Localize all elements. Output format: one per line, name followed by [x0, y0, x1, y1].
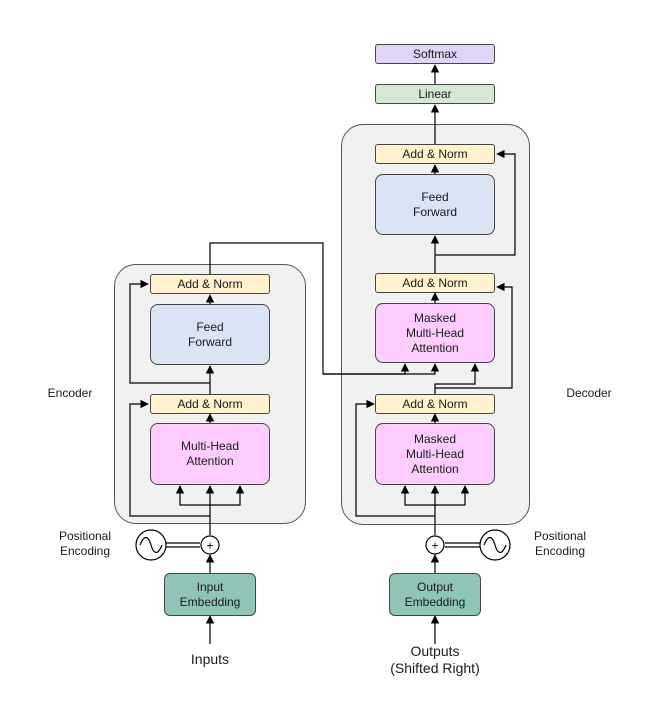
- enc-input-embedding: Input Embedding: [164, 573, 256, 616]
- enc-add-norm-bottom: Add & Norm: [150, 394, 270, 414]
- enc-add-circle: +: [200, 535, 220, 555]
- dec-add-norm-middle: Add & Norm: [375, 273, 495, 293]
- dec-feed-forward: Feed Forward: [375, 174, 495, 235]
- dec-residual-1: [355, 399, 435, 517]
- enc-residual-2: [129, 279, 210, 384]
- enc-add-norm-top: Add & Norm: [150, 274, 270, 294]
- softmax-box: Softmax: [375, 44, 495, 64]
- dec-plus-sign: +: [431, 539, 438, 553]
- decoder-label: Decoder: [566, 386, 612, 400]
- dec-add-norm-bottom: Add & Norm: [375, 394, 495, 414]
- linear-box: Linear: [375, 84, 495, 104]
- outputs-label: Outputs (Shifted Right): [390, 643, 480, 676]
- dec-pe-link: [445, 542, 481, 548]
- enc-multi-head-attention: Multi-Head Attention: [150, 423, 270, 485]
- dec-add-norm-top: Add & Norm: [375, 144, 495, 164]
- enc-plus-to-attn: [175, 485, 211, 535]
- dec-sine-wave-icon: [479, 529, 511, 561]
- inputs-label: Inputs: [190, 651, 230, 667]
- enc-to-dec: [209, 242, 410, 375]
- enc-plus-sign: +: [206, 539, 213, 553]
- dec-plus-to-attn: [400, 485, 436, 535]
- dec-output-embedding: Output Embedding: [389, 573, 481, 616]
- enc-feed-forward: Feed Forward: [150, 304, 270, 365]
- dec-masked-attention-middle: Masked Multi-Head Attention: [375, 303, 495, 363]
- encoder-label: Encoder: [47, 386, 93, 400]
- enc-sine-wave-icon: [135, 529, 167, 561]
- dec-addnorm-to-attn2: [434, 363, 480, 394]
- dec-add-circle: +: [425, 535, 445, 555]
- enc-residual-1: [129, 399, 210, 517]
- dec-residual-3: [435, 149, 516, 256]
- enc-pe-link: [165, 542, 200, 548]
- dec-masked-attention-bottom: Masked Multi-Head Attention: [375, 423, 495, 485]
- dec-positional-encoding-label: Positional Encoding: [533, 529, 587, 558]
- dec-residual-2: [435, 282, 513, 389]
- enc-positional-encoding-label: Positional Encoding: [58, 529, 112, 558]
